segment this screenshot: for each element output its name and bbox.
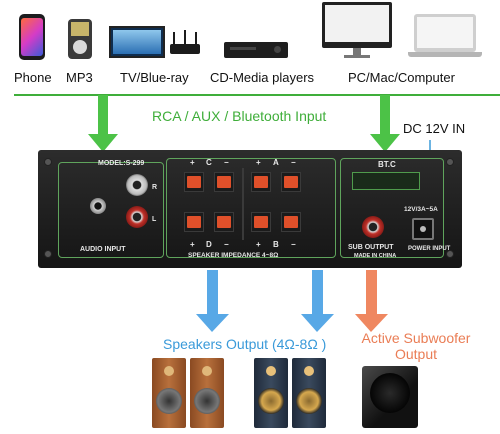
aux-jack-icon[interactable] [90, 198, 106, 214]
terminal-clip-icon[interactable] [254, 216, 268, 228]
source-label-mp3: MP3 [66, 70, 93, 85]
green-arrow-right-head [370, 134, 400, 152]
subwoofer-output-line-2: Output [394, 346, 438, 362]
terminal-d-minus: − [224, 240, 229, 249]
terminal-a-plus: + [256, 158, 261, 167]
source-label-tv: TV/Blue-ray [120, 70, 189, 85]
blue-arrow-left-head [196, 314, 229, 332]
screw-icon [446, 158, 454, 166]
orange-arrow-shaft [366, 270, 377, 318]
terminal-c-plus: + [190, 158, 195, 167]
power-jack-icon[interactable] [412, 218, 434, 240]
source-label-cd: CD-Media players [210, 70, 315, 85]
model-label: MODEL:S-299 [98, 160, 145, 167]
audio-input-box [58, 162, 164, 258]
blue-speaker-icon [292, 358, 326, 428]
terminal-c-label: C [206, 158, 212, 167]
terminal-clip-icon[interactable] [187, 176, 201, 188]
terminal-b-label: B [273, 240, 279, 249]
amplifier-rear-panel: MODEL:S-299 R L AUDIO INPUT + C − + A − … [38, 150, 462, 268]
green-arrow-left-head [88, 134, 118, 152]
blue-arrow-left-shaft [207, 270, 218, 318]
rca-jack-right-icon[interactable] [126, 174, 148, 196]
source-label-phone: Phone [14, 70, 52, 85]
source-label-pc: PC/Mac/Computer [348, 70, 455, 85]
channel-r-label: R [152, 184, 158, 191]
subwoofer-icon [362, 366, 418, 428]
speaker-terminal-box [166, 158, 336, 258]
cd-player-icon [224, 42, 288, 58]
monitor-icon [322, 2, 392, 58]
dc-label: DC 12V IN [403, 121, 466, 136]
terminal-a-minus: − [291, 158, 296, 167]
channel-l-label: L [152, 216, 157, 223]
terminal-a-label: A [273, 158, 279, 167]
terminal-b-minus: − [291, 240, 296, 249]
terminal-d-label: D [206, 240, 212, 249]
terminal-b-plus: + [256, 240, 261, 249]
terminal-clip-icon[interactable] [284, 216, 298, 228]
terminal-clip-icon[interactable] [254, 176, 268, 188]
wood-speaker-icon [190, 358, 224, 428]
audio-input-label: AUDIO INPUT [80, 246, 126, 253]
power-spec-label: 12V/3A~5A [404, 206, 438, 213]
blue-arrow-right-head [301, 314, 334, 332]
router-icon [170, 30, 200, 54]
terminal-clip-icon[interactable] [284, 176, 298, 188]
orange-arrow-head [355, 314, 388, 332]
made-in-label: MADE IN CHINA [354, 253, 397, 259]
power-input-label: POWER INPUT [408, 246, 451, 252]
input-label: RCA / AUX / Bluetooth Input [152, 108, 327, 124]
rca-jack-left-icon[interactable] [126, 206, 148, 228]
sub-output-label: SUB OUTPUT [348, 244, 394, 251]
bt-label: BT.C [378, 160, 396, 169]
terminal-clip-icon[interactable] [187, 216, 201, 228]
mp3-player-icon [68, 19, 92, 59]
output-box [340, 158, 444, 258]
speakers-output-label: Speakers Output (4Ω-8Ω ) [163, 336, 327, 352]
laptop-icon [408, 14, 482, 57]
bluetooth-display [352, 172, 420, 190]
phone-icon [19, 14, 45, 60]
screw-icon [44, 158, 52, 166]
subwoofer-output-label: Active Subwoofer Output [336, 330, 496, 362]
terminal-divider [242, 168, 244, 240]
blue-speaker-icon [254, 358, 288, 428]
green-arrow-left-shaft [98, 95, 108, 137]
terminal-clip-icon[interactable] [217, 216, 231, 228]
screw-icon [446, 250, 454, 258]
green-arrow-right-shaft [380, 95, 390, 137]
screw-icon [44, 250, 52, 258]
terminal-clip-icon[interactable] [217, 176, 231, 188]
terminal-d-plus: + [190, 240, 195, 249]
wood-speaker-icon [152, 358, 186, 428]
blue-arrow-right-shaft [312, 270, 323, 318]
subwoofer-output-line-1: Active Subwoofer [361, 330, 471, 346]
tv-icon [109, 26, 165, 58]
impedance-label: SPEAKER IMPEDANCE 4~8Ω [188, 252, 279, 259]
sub-output-jack-icon[interactable] [362, 216, 384, 238]
terminal-c-minus: − [224, 158, 229, 167]
